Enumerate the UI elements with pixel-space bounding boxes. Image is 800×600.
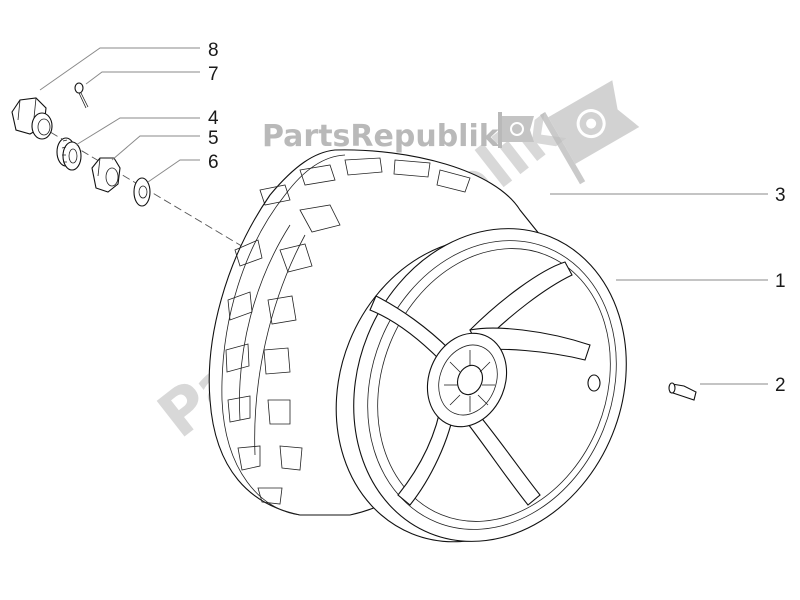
- leader-4: [75, 117, 200, 146]
- leader-lines: [39, 47, 768, 385]
- callout-6: 6: [208, 152, 219, 173]
- valve-stem-2: [668, 382, 697, 401]
- leader-8: [39, 47, 200, 91]
- callout-3: 3: [775, 185, 786, 206]
- watermark-top: PartsRepublik: [262, 119, 500, 154]
- callout-8: 8: [208, 40, 219, 61]
- callout-1: 1: [775, 271, 786, 292]
- bearing-washer-4: [56, 137, 82, 171]
- callout-5: 5: [208, 128, 219, 149]
- leader-5: [111, 135, 200, 161]
- callout-2: 2: [775, 375, 786, 396]
- wheel-rim: [335, 228, 627, 543]
- watermark-top-logo-icon: [498, 112, 534, 148]
- callout-labels: 8 7 4 5 6 3 1 2: [208, 40, 786, 396]
- washer-6: [133, 177, 151, 207]
- cotter-pin-7: [74, 82, 89, 109]
- leader-6: [147, 159, 200, 183]
- callout-4: 4: [208, 108, 219, 129]
- axle-nut-8: [11, 97, 53, 140]
- leader-7: [85, 71, 200, 85]
- watermark-large-logo-icon: [540, 80, 640, 185]
- hex-nut-5: [91, 157, 121, 193]
- callout-7: 7: [208, 64, 219, 85]
